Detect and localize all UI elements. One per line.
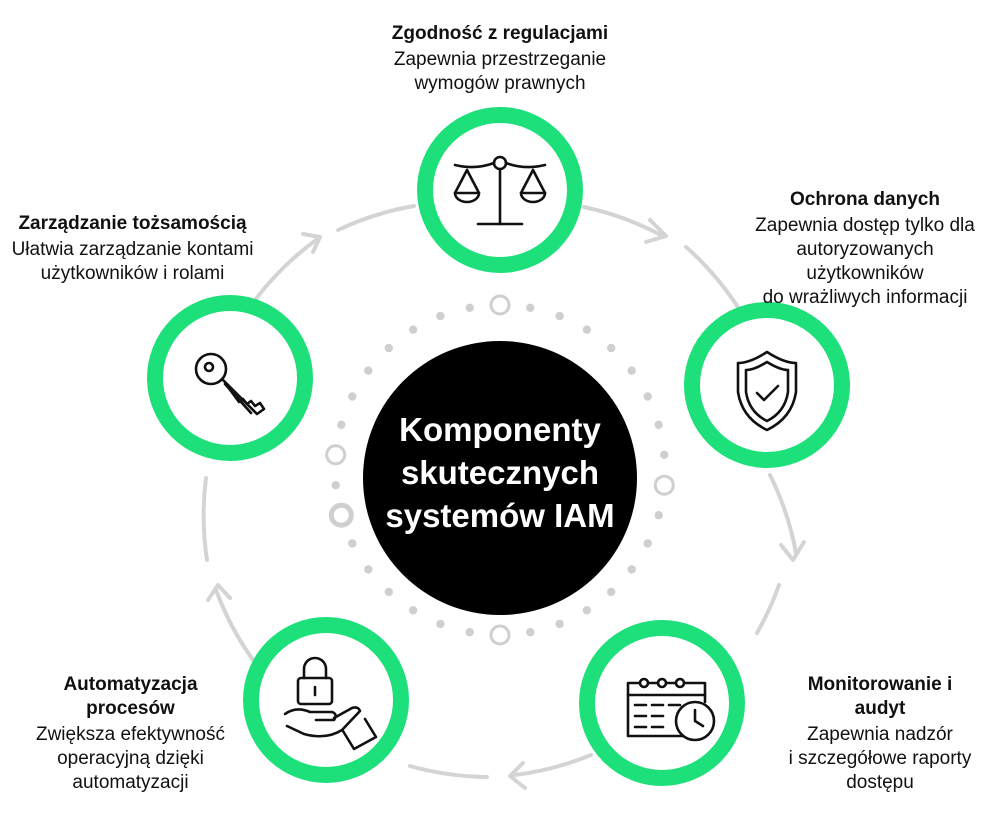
dot <box>384 343 393 353</box>
arrowhead-to-identity <box>206 583 232 602</box>
node-monitoring <box>579 620 745 786</box>
label-data-protection: Ochrona danych Zapewnia dostęp tylko dla… <box>740 188 990 310</box>
key-icon <box>194 352 266 416</box>
arrowhead-to-monitoring <box>779 540 806 562</box>
calendar-clock-icon <box>626 677 716 742</box>
label-automation: Automatyzacja procesów Zwiększa efektywn… <box>18 673 243 795</box>
arc-monitoring-to-automation-a <box>755 583 781 635</box>
dot <box>364 366 373 375</box>
ring-dot <box>653 474 675 496</box>
dot <box>582 606 592 615</box>
center-title-line-1: Komponenty <box>399 411 601 448</box>
arrowhead-to-protection <box>644 218 668 244</box>
dot <box>436 619 445 629</box>
node-identity <box>147 295 313 461</box>
dot <box>627 366 636 375</box>
dot <box>348 392 357 401</box>
hand-lock-icon <box>283 656 378 751</box>
dot <box>337 420 346 429</box>
node-data-protection <box>684 302 850 468</box>
label-monitoring: Monitorowanie i audyt Zapewnia nadzór i … <box>780 673 980 795</box>
dot <box>627 565 636 574</box>
arc-identity-to-compliance-b <box>248 238 318 309</box>
dot <box>654 511 663 520</box>
arc-identity-to-compliance-a <box>201 476 209 562</box>
inner-dot-ring <box>325 294 675 646</box>
arrowhead-to-automation <box>508 761 527 790</box>
arrowhead-to-compliance <box>301 232 322 254</box>
label-monitoring-desc-3: dostępu <box>846 772 914 793</box>
label-identity-title: Zarządzanie tożsamością <box>18 213 247 234</box>
center-title-line-2: skutecznych <box>400 454 600 491</box>
node-ring-identity <box>147 295 313 461</box>
arc-identity-to-compliance-c <box>336 204 416 232</box>
arc-automation-to-identity-b <box>214 588 255 662</box>
dot <box>643 539 652 548</box>
dot <box>607 343 616 353</box>
node-ring-automation <box>243 617 409 783</box>
ring-dot <box>489 624 511 646</box>
arc-automation-to-identity-a <box>408 764 489 779</box>
center-title: Komponenty skutecznych systemów IAM <box>365 408 635 537</box>
dot <box>465 628 474 637</box>
ring-dot <box>489 294 511 316</box>
dot <box>582 325 592 334</box>
dot <box>436 311 445 321</box>
label-data-protection-desc-2: autoryzowanych użytkowników <box>796 239 934 284</box>
node-compliance <box>417 107 583 273</box>
node-automation <box>243 617 409 783</box>
node-ring-data-protection <box>684 302 850 468</box>
dot <box>607 587 616 597</box>
dot <box>526 303 535 312</box>
cycle-ring <box>201 204 798 779</box>
dot <box>408 606 418 615</box>
dot <box>364 565 373 574</box>
shield-check-icon <box>736 350 798 432</box>
dot <box>384 587 393 597</box>
label-compliance: Zgodność z regulacjami Zapewnia przestrz… <box>385 22 615 96</box>
label-compliance-desc-2: wymogów prawnych <box>414 73 586 94</box>
label-compliance-title: Zgodność z regulacjami <box>391 23 609 44</box>
label-automation-desc-2: operacyjną dzięki <box>57 748 204 769</box>
label-data-protection-desc-1: Zapewnia dostęp tylko dla <box>755 215 975 236</box>
label-identity: Zarządzanie tożsamością Ułatwia zarządza… <box>10 212 255 286</box>
dot <box>408 325 418 334</box>
dot <box>526 628 535 637</box>
label-monitoring-title: Monitorowanie i audyt <box>807 674 953 719</box>
arc-protection-to-monitoring-lower <box>768 473 798 555</box>
cycle-arrowheads <box>206 218 806 790</box>
label-automation-desc-3: automatyzacji <box>72 772 189 793</box>
label-identity-desc-2: użytkowników i rolami <box>40 263 225 284</box>
label-data-protection-title: Ochrona danych <box>790 189 940 210</box>
arc-protection-to-monitoring <box>684 245 743 314</box>
node-ring-monitoring <box>579 620 745 786</box>
dot <box>654 420 663 429</box>
center-title-line-3: systemów IAM <box>385 497 615 534</box>
arc-monitoring-to-automation-b <box>513 753 593 777</box>
scales-icon <box>453 155 547 226</box>
label-monitoring-desc-2: i szczegółowe raporty <box>788 748 972 769</box>
dot <box>660 450 669 459</box>
dot <box>331 481 340 490</box>
dot <box>643 392 652 401</box>
dot <box>348 539 357 548</box>
label-monitoring-desc-1: Zapewnia nadzór <box>807 724 953 745</box>
label-compliance-desc-1: Zapewnia przestrzeganie <box>393 49 607 70</box>
dot <box>555 619 564 629</box>
ring-dot <box>328 502 354 528</box>
ring-dot <box>325 444 347 466</box>
arc-compliance-to-protection <box>582 205 663 237</box>
label-automation-desc-1: Zwiększa efektywność <box>35 724 225 745</box>
label-automation-title: Automatyzacja procesów <box>63 674 198 719</box>
label-data-protection-desc-3: do wrażliwych informacji <box>762 287 968 308</box>
dot <box>465 303 474 312</box>
label-identity-desc-1: Ułatwia zarządzanie kontami <box>11 239 254 260</box>
center-circle <box>363 341 637 615</box>
dot <box>555 311 564 321</box>
